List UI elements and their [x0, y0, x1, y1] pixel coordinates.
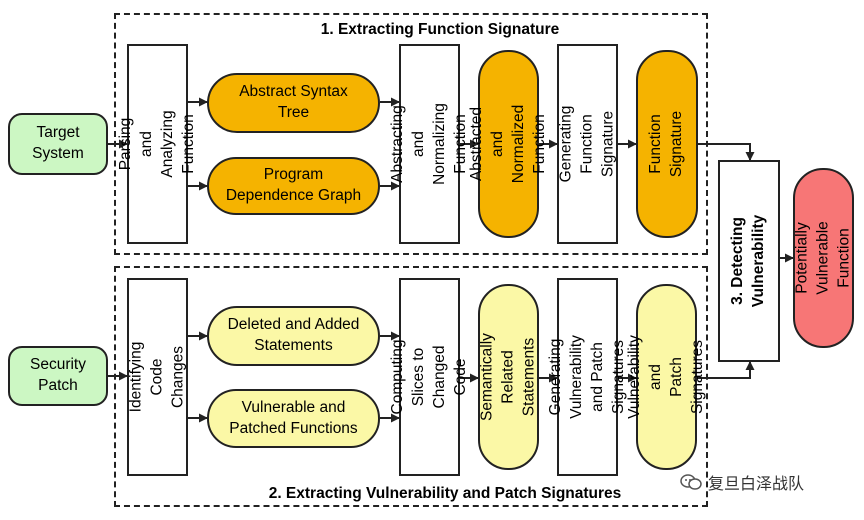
- potentially-vulnerable-function-node: Potentially Vulnerable Function: [793, 168, 854, 348]
- function-signature-label: Function Signature: [647, 110, 685, 178]
- generating-function-signature-step: Generating Function Signature: [557, 44, 618, 244]
- extract-function-signature-frame: [114, 13, 708, 255]
- deleted-added-statements-label: Deleted and Added Statements: [227, 316, 360, 354]
- function-signature-node: Function Signature: [636, 50, 698, 238]
- abstracted-normalized-function-node: Abstracted and Normalized Function: [468, 50, 547, 238]
- extract-vuln-patch-signatures-frame: [114, 266, 708, 507]
- generating-function-signature-label: Generating Function Signature: [557, 105, 616, 183]
- parsing-analyzing-step: Parsing and Analyzing Function: [117, 44, 196, 244]
- program-dependence-graph-label: Program Dependence Graph: [225, 166, 362, 204]
- abstracting-normalizing-label: Abstracting and Normalizing Function: [388, 103, 469, 185]
- semantically-related-statements-label: Semantically Related Statements: [478, 333, 537, 421]
- section-title-function-signature: 1. Extracting Function Signature: [320, 21, 560, 38]
- identifying-code-changes-step: Identifying Code Changes: [127, 278, 188, 476]
- semantically-related-statements-node: Semantically Related Statements: [478, 284, 539, 470]
- vulnerable-patched-functions-label: Vulnerable and Patched Functions: [229, 398, 358, 437]
- security-patch-node: Security Patch: [8, 346, 108, 406]
- vulnerable-patched-functions-node: Vulnerable and Patched Functions: [207, 389, 380, 448]
- wechat-icon: [680, 474, 702, 490]
- abstract-syntax-tree-label: Abstract Syntax Tree: [239, 83, 348, 121]
- security-patch-label: Security Patch: [30, 356, 86, 394]
- abstracted-normalized-function-label: Abstracted and Normalized Function: [467, 104, 548, 184]
- program-dependence-graph-node: Program Dependence Graph: [207, 157, 380, 215]
- parsing-analyzing-label: Parsing and Analyzing Function: [116, 110, 197, 178]
- detecting-vulnerability-step: 3. Detecting Vulnerability: [718, 160, 780, 362]
- generating-vuln-patch-signatures-label: Generating Vulnerability and Patch Signa…: [546, 335, 627, 419]
- computing-slices-label: Computing Slices to Changed Code: [388, 339, 469, 415]
- vuln-patch-signatures-node: Vulnerability and Patch Signatures: [626, 284, 705, 470]
- deleted-added-statements-node: Deleted and Added Statements: [207, 306, 380, 366]
- generating-vuln-patch-signatures-step: Generating Vulnerability and Patch Signa…: [547, 278, 626, 476]
- target-system-node: Target System: [8, 113, 108, 175]
- identifying-code-changes-label: Identifying Code Changes: [127, 341, 186, 413]
- detecting-vulnerability-label: 3. Detecting Vulnerability: [729, 214, 767, 308]
- vuln-patch-signatures-label: Vulnerability and Patch Signatures: [625, 335, 706, 419]
- abstract-syntax-tree-node: Abstract Syntax Tree: [207, 73, 380, 133]
- abstracting-normalizing-step: Abstracting and Normalizing Function: [389, 44, 468, 244]
- computing-slices-step: Computing Slices to Changed Code: [389, 278, 468, 476]
- watermark: 复旦白泽战队: [680, 470, 860, 494]
- potentially-vulnerable-function-label: Potentially Vulnerable Function: [793, 221, 852, 295]
- section-title-vuln-patch-signatures: 2. Extracting Vulnerability and Patch Si…: [268, 485, 622, 502]
- watermark-text: 复旦白泽战队: [708, 476, 805, 493]
- target-system-label: Target System: [32, 124, 84, 162]
